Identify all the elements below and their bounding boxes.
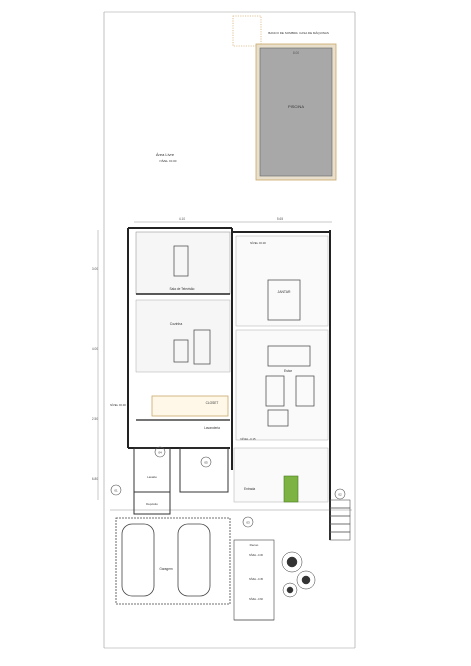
green-planter	[283, 475, 299, 503]
marker-4: 04	[158, 451, 162, 455]
dim-3: 3.00	[92, 267, 98, 271]
level-marker-1: NÍVEL ±0.00	[160, 159, 177, 163]
pool-machine-label: CASA DE MÁQUINAS	[299, 31, 329, 35]
lavabo-label: Lavabo	[147, 475, 157, 479]
entry: Entrada	[233, 447, 329, 503]
area-livre-label: Área Livre	[156, 152, 175, 157]
garage: Garagem	[115, 517, 231, 605]
entry-label: Entrada	[244, 487, 255, 491]
service-area: CLOSET Lavanderia	[136, 395, 230, 430]
tv-room-label: Sala de Televisão	[170, 287, 195, 291]
pool-dim: 8.00	[293, 51, 299, 55]
marker-5: 05	[204, 461, 208, 465]
marker-1: 01	[114, 489, 118, 493]
closet-label: CLOSET	[206, 401, 219, 405]
pool-area: PISCINA 8.00 BANCO DE SOMBRA CASA DE MÁQ…	[232, 15, 337, 181]
laundry-label: Lavanderia	[204, 426, 220, 430]
recuo-label: Recuo	[250, 543, 259, 547]
house-walls	[127, 227, 331, 540]
level-marker-6: NÍVEL -0.45	[249, 577, 264, 581]
marker-2: 02	[338, 493, 342, 497]
pool-label: PISCINA	[288, 104, 304, 109]
section-markers	[110, 446, 346, 528]
dim-5: 2.50	[92, 417, 98, 421]
level-marker-4: NÍVEL -0.15	[240, 437, 256, 441]
tv-room: Sala de Televisão	[135, 231, 231, 295]
level-marker-7: NÍVEL -0.60	[249, 597, 264, 601]
living-label: Estar	[284, 369, 293, 373]
kitchen-label: Cozinha	[170, 322, 183, 326]
dining-room: JANTAR	[235, 235, 329, 327]
marker-3: 03	[246, 521, 250, 525]
garage-label: Garagem	[159, 567, 173, 571]
front-walkway	[233, 539, 275, 621]
living-room: Estar	[235, 329, 329, 441]
deposito-label: Depósito	[146, 502, 158, 506]
steps	[329, 499, 351, 541]
pool-pump-label: BANCO DE SOMBRA	[268, 31, 298, 35]
plants	[281, 551, 316, 598]
kitchen: Cozinha	[135, 299, 231, 373]
pool	[259, 47, 333, 177]
level-marker-5: NÍVEL -0.30	[249, 553, 264, 557]
car-2	[177, 523, 211, 597]
dining-label: JANTAR	[278, 290, 291, 294]
dim-6: 6.80	[92, 477, 98, 481]
car-1	[121, 523, 155, 597]
dim-4: 4.00	[92, 347, 98, 351]
lot-boundary	[103, 11, 356, 649]
level-marker-3: NÍVEL ±0.00	[250, 241, 266, 245]
lower-rooms	[133, 447, 229, 515]
level-marker-2: NÍVEL ±0.00	[110, 403, 126, 407]
dim-2: 5.65	[277, 217, 283, 221]
dim-1: 4.10	[179, 217, 185, 221]
dimension-lines	[97, 221, 352, 511]
